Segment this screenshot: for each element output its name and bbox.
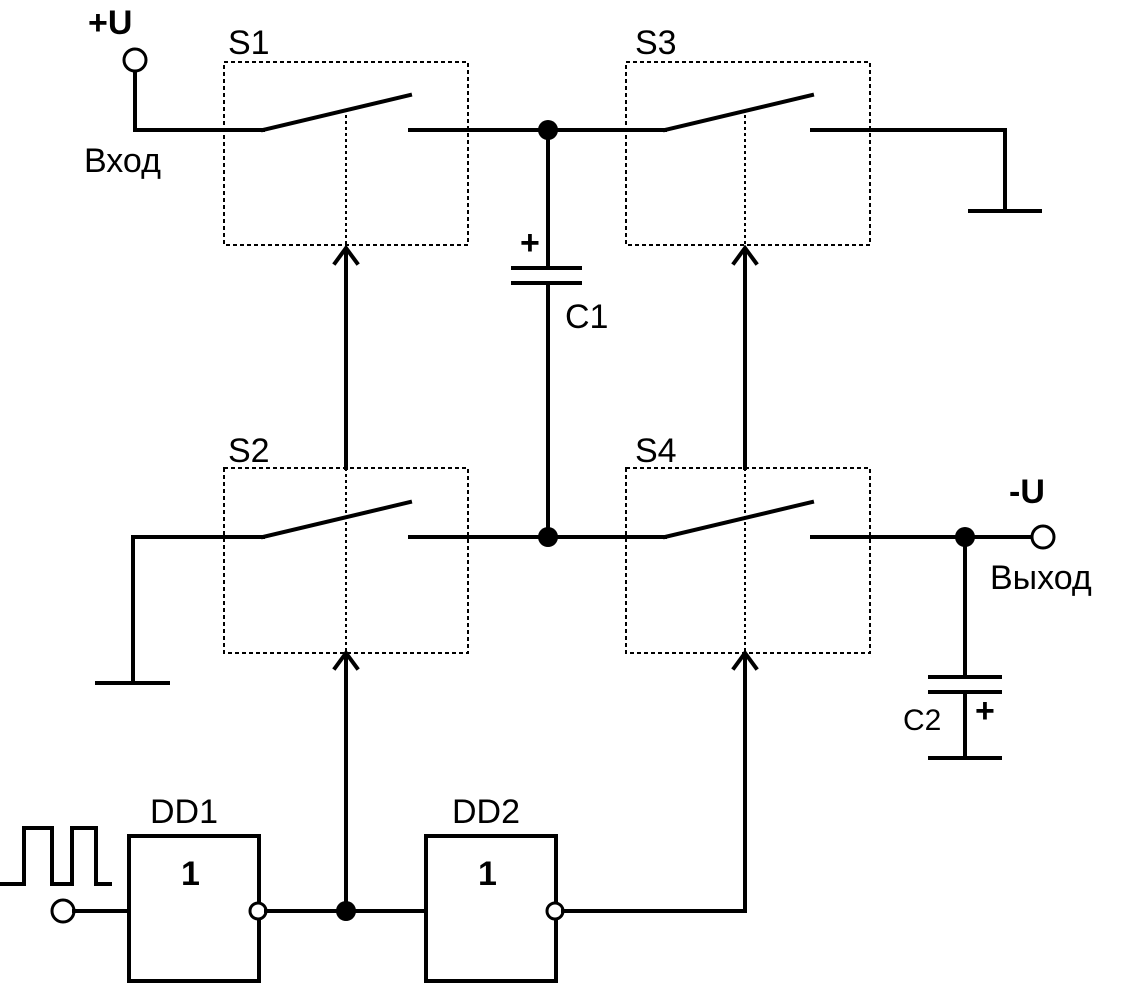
c2-label: C2 [903, 704, 941, 737]
s4-label: S4 [635, 432, 677, 470]
junction-gates [336, 901, 356, 921]
wire-dd2-to-s3-s4 [561, 878, 747, 913]
switch-s3 [625, 61, 1007, 246]
s2-label: S2 [228, 432, 270, 470]
ground-symbol-s3 [968, 128, 1042, 213]
switch-s4 [625, 467, 1034, 654]
control-line-s3-s4 [731, 244, 759, 912]
c2-plus-label: + [975, 692, 995, 730]
dd1-label: DD1 [150, 793, 218, 831]
switch-s2 [223, 467, 550, 654]
dd2-label: DD2 [452, 793, 520, 831]
logic-gate-dd2 [424, 834, 565, 983]
clock-input-terminal [50, 898, 76, 924]
minus-u-label: -U [1009, 473, 1045, 511]
logic-gate-dd1 [127, 834, 268, 983]
square-wave-input [0, 826, 112, 886]
ground-symbol-s2 [95, 535, 170, 685]
c1-label: C1 [565, 298, 608, 336]
plus-u-label: +U [88, 4, 132, 42]
dd2-symbol: 1 [478, 855, 497, 893]
output-label: Выход [990, 559, 1092, 597]
s1-label: S1 [228, 24, 270, 62]
c1-plus-label: + [520, 224, 540, 262]
plus-u-terminal [122, 47, 148, 132]
dd1-symbol: 1 [181, 855, 200, 893]
input-label: Вход [84, 142, 161, 180]
switch-s1 [223, 61, 550, 246]
minus-u-terminal [1030, 524, 1056, 550]
capacitor-c1 [511, 128, 582, 539]
capacitor-c2 [928, 535, 1002, 760]
control-line-s1-s2 [332, 244, 360, 912]
s3-label: S3 [635, 24, 677, 62]
